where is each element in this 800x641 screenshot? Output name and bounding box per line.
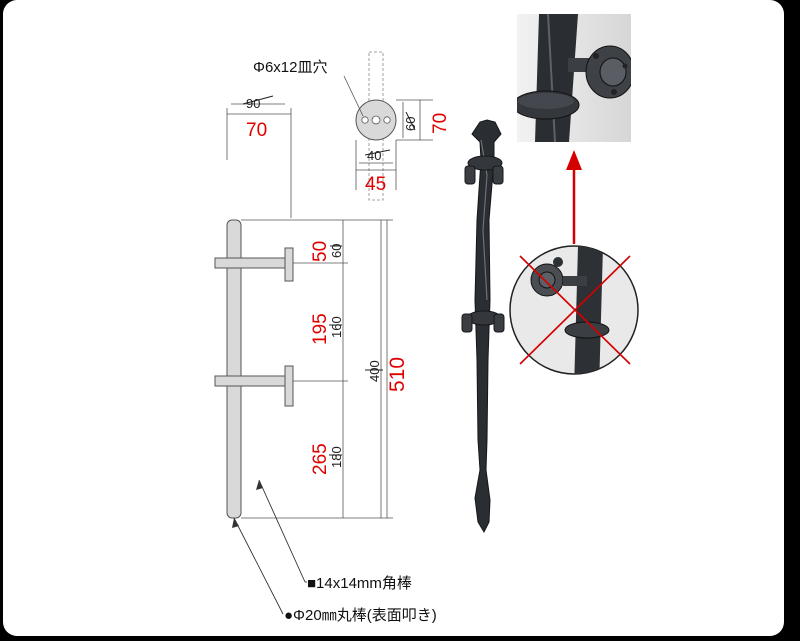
middle-gap-new: 195	[310, 313, 331, 345]
handle-photo	[461, 119, 505, 534]
middle-gap-old: 160	[329, 316, 344, 338]
offset-new: 70	[246, 120, 267, 141]
correct-detail-photo	[517, 14, 631, 142]
upper-bracket-plate	[284, 247, 294, 282]
legend-leaders	[232, 479, 307, 615]
offset-dimension	[226, 103, 292, 218]
center-hole	[371, 115, 381, 125]
lower-bracket	[461, 313, 473, 333]
red-arrow	[566, 150, 582, 244]
plate-width-new: 45	[365, 174, 386, 195]
square-bar-upper	[214, 257, 292, 269]
bottom-gap-old: 180	[329, 446, 344, 468]
top-gap-old: 60	[329, 244, 344, 258]
total-length-new: 510	[386, 357, 409, 392]
total-length-old: 400	[367, 360, 382, 382]
hole-spec-label: Φ6x12皿穴	[253, 59, 328, 76]
plate-height-new: 70	[430, 113, 451, 134]
mount-plate-view	[343, 51, 433, 201]
incorrect-detail	[509, 245, 639, 375]
screw-hole-right	[383, 116, 391, 124]
screw-hole-left	[361, 116, 369, 124]
forged-round-bar	[471, 119, 502, 534]
cross-line-2	[519, 255, 631, 365]
plate-width-old: 40	[367, 148, 381, 163]
upper-bracket	[464, 165, 476, 185]
offset-old: 90	[246, 96, 260, 111]
drawing-card: Φ6x12皿穴 40 45 60 70 90 70 50 60 195 160 …	[3, 0, 784, 636]
legend-square-bar: ■14x14mm角棒	[307, 575, 412, 592]
top-gap-new: 50	[310, 241, 331, 262]
bottom-gap-new: 265	[310, 443, 331, 475]
square-bar-lower	[214, 375, 292, 387]
lower-bracket-plate	[284, 365, 294, 407]
technical-drawing: Φ6x12皿穴 40 45 60 70 90 70 50 60 195 160 …	[214, 14, 639, 624]
plate-height-old: 60	[403, 117, 418, 131]
hole-leader	[343, 75, 364, 117]
legend-round-bar: ●Φ20㎜丸棒(表面叩き)	[284, 607, 437, 624]
